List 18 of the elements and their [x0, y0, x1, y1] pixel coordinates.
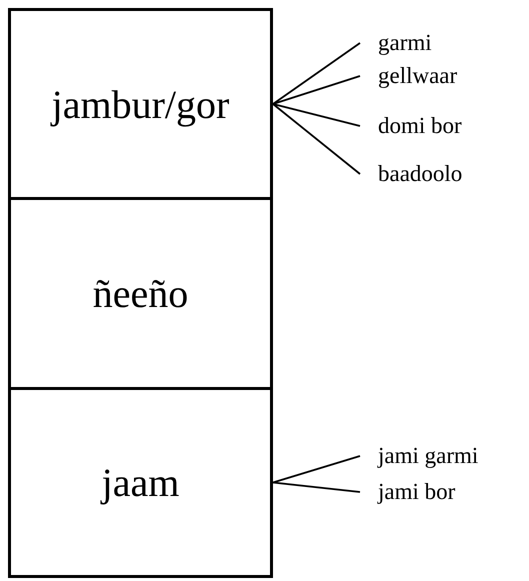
term-label: garmi [360, 28, 510, 58]
category-label: jaam [102, 459, 180, 506]
category-box [8, 387, 273, 578]
term-label: gellwaar [360, 61, 520, 91]
term-label: domi bor [360, 111, 520, 141]
category-box [8, 197, 273, 390]
term-label: jami garmi [360, 441, 528, 471]
category-label: ñeeño [92, 270, 188, 317]
category-box [8, 8, 273, 200]
connector-line [272, 482, 360, 493]
category-label: jambur/gor [52, 80, 230, 128]
connector-line [272, 455, 360, 484]
connector-line [272, 42, 361, 105]
term-label: jami bor [360, 477, 520, 507]
connector-line [272, 75, 360, 105]
connector-line [272, 103, 361, 175]
connector-line [272, 103, 360, 127]
term-label: baadoolo [360, 159, 520, 189]
